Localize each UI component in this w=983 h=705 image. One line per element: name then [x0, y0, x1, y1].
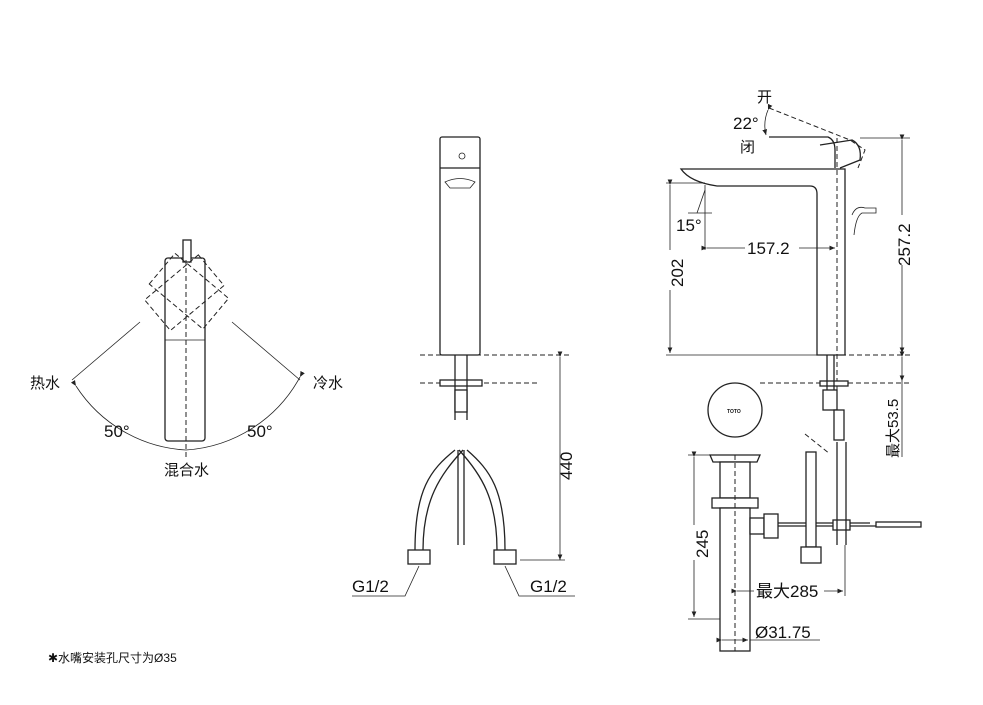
side-view: 15° 157.2 202 257.2 开 22° 闭 最大53.5 — [660, 89, 914, 458]
front-view: 440 G1/2 G1/2 — [352, 136, 576, 597]
hose-length-dimension: 440 — [557, 452, 576, 480]
cold-angle-label: 50° — [247, 422, 273, 441]
reach-dimension: 157.2 — [747, 239, 790, 258]
spout-height-dimension: 202 — [668, 259, 687, 287]
max-reach-dimension: 最大285 — [756, 582, 818, 601]
thread-right-label: G1/2 — [530, 577, 567, 596]
max-deck-thickness-label: 最大53.5 — [885, 399, 902, 458]
top-view: 热水 冷水 50° 50° 混合水 — [30, 239, 343, 479]
open-label: 开 — [757, 89, 772, 106]
cold-water-label: 冷水 — [313, 375, 343, 392]
total-height-dimension: 257.2 — [895, 223, 914, 266]
drain-assembly: TOTO 245 最大285 Ø31.75 — [684, 382, 922, 652]
lever-angle-label: 22° — [733, 114, 759, 133]
mix-water-label: 混合水 — [164, 462, 209, 479]
drain-cap-logo: TOTO — [727, 409, 741, 415]
hot-water-label: 热水 — [30, 375, 60, 392]
drain-height-dimension: 245 — [693, 530, 712, 558]
footnote: ✱水嘴安装孔尺寸为Ø35 — [48, 650, 177, 665]
hot-angle-label: 50° — [104, 422, 130, 441]
pipe-diameter-dimension: Ø31.75 — [755, 623, 811, 642]
spout-angle-label: 15° — [676, 216, 702, 235]
close-label: 闭 — [740, 139, 755, 156]
thread-left-label: G1/2 — [352, 577, 389, 596]
